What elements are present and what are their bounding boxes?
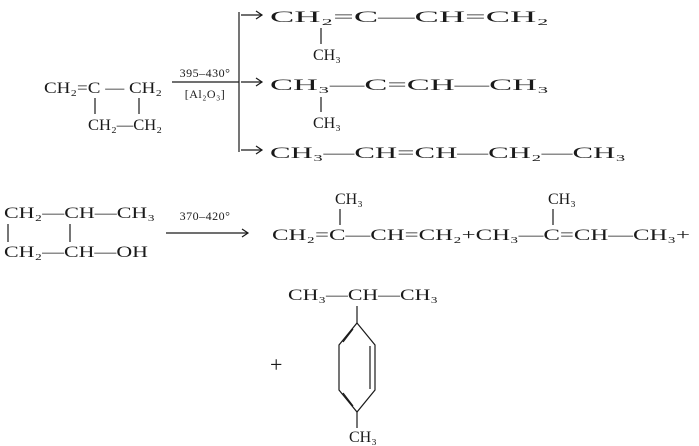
- product-isoprene: CH₂=C—CH=CH₂: [270, 9, 549, 26]
- product2-branch1: CH₃: [335, 191, 363, 208]
- product-methylbutene: CH₃—C=CH—CH₃: [270, 77, 549, 94]
- reaction2-products-line: CH₂=C—CH=CH₂+CH₃—C=CH—CH₃+: [272, 227, 690, 244]
- arrow-icon: [241, 145, 264, 155]
- product-pentene: CH₃—CH=CH—CH₂—CH₃: [270, 145, 626, 162]
- product2-branch2: CH₃: [548, 191, 576, 208]
- arrow-icon: [241, 10, 264, 20]
- reaction2-temperature: 370–420°: [180, 209, 231, 223]
- product-isoprene-branch: CH₃: [313, 47, 341, 64]
- plus-sign: +: [270, 352, 282, 377]
- benzene-ring: [338, 322, 376, 413]
- reactant2-top: CH₂—CH—CH₃: [4, 205, 155, 222]
- product-methylbutene-branch: CH₃: [313, 115, 341, 132]
- arrow-icon: [241, 77, 264, 87]
- reactant1-top: CH₂=C — CH₂: [44, 80, 162, 97]
- reaction1-reactant: CH₂=C — CH₂ CH₂—CH₂: [44, 80, 162, 134]
- cumene-methyl: CH₃: [349, 429, 377, 446]
- reactant1-bottom: CH₂—CH₂: [88, 117, 162, 134]
- arrow-icon: [166, 228, 250, 238]
- cumene-isopropyl: CH₃—CH—CH₃: [288, 287, 438, 304]
- reactant2-bottom: CH₂—CH—OH: [4, 244, 149, 261]
- reaction1-catalyst: [Al₂O₃]: [185, 87, 226, 101]
- reaction1-temperature: 395–430°: [180, 66, 231, 80]
